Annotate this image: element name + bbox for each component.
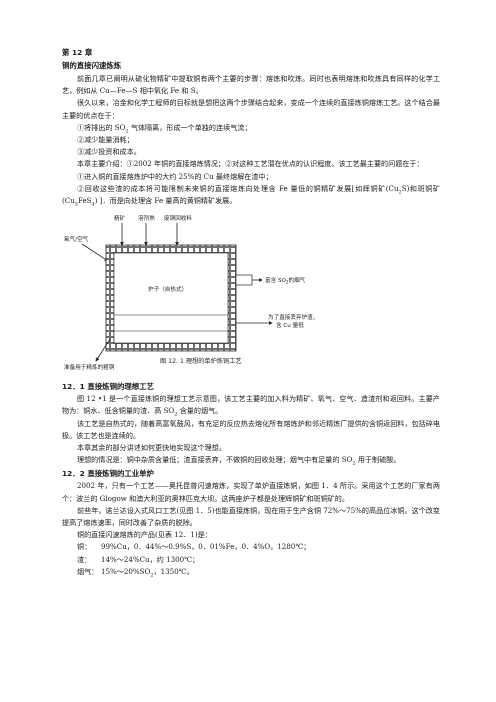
section-1-paragraph-4: 理想的情况是：铜中杂质含量低；渣直接丢弃，不做铜的回收处理；烟气中有足量的 SO… <box>77 455 401 467</box>
section-1-paragraph-3: 本章其余的部分讲述如何更快地实现这个理想。 <box>77 443 226 453</box>
advantage-item-2: ②减少能量消耗； <box>77 135 134 145</box>
intro-paragraph-2: 很久以来，冶金和化学工程师的目标就是想把这两个步骤结合起来，变成一个连续的直接炼… <box>62 98 440 120</box>
section-2-paragraph-1: 2002 年，只有一个工艺——奥托昆普闪速熔炼，实现了单炉直接炼铜，如图 1．4… <box>62 481 440 503</box>
product-slag: 渣：14%～24%Cu，约 1300℃； <box>77 554 200 564</box>
section-2-paragraph-3: 铜的直接闪速熔炼的产品(见表 12．1)是： <box>77 530 212 540</box>
intro-paragraph-3: 本章主要介绍：①2002 年铜的直接熔炼情况；②对这种工艺潜在优点的认识程度。该… <box>77 159 424 169</box>
product-offgas: 烟气：15%～20%SO2，1350℃。 <box>77 566 194 579</box>
section-2-heading: 12．2 直接炼铜的工业单炉 <box>62 469 154 479</box>
page-content: 第 12 章 铜的直接闪速炼炼 前面几章已阐明从硫化物精矿中提取铜有两个主要的步… <box>62 47 440 578</box>
label-offgas: 富含 SO2的烟气 <box>265 276 306 285</box>
label-oxygen: 氧气/空气 <box>64 235 89 243</box>
section-2-paragraph-2: 前些年，诺兰达设入式风口工艺(见图 1．5)也能直接炼铜，现在用于生产含铜 72… <box>62 505 440 528</box>
label-flux: 溶剂熟 <box>138 214 155 222</box>
label-concentrate: 精矿 <box>114 214 126 222</box>
intro-paragraph-5: ②回收这些渣的成本将可能限制未来铜的直接熔炼向处理含 Fe 量低的铜精矿发展[如… <box>62 183 440 208</box>
furnace-diagram: 精矿 溶剂熟 废铜回收料 氧气/空气 炉子（自热式） <box>62 211 440 379</box>
furnace-chamber <box>113 252 229 344</box>
label-furnace: 炉子（自热式） <box>148 285 187 293</box>
label-blister: 准备用于精炼的粗铜 <box>64 363 115 371</box>
product-list: 铜：99%Cu，0．44%～0.9%S，0．01%Fe，0．4%O，1280℃；… <box>62 541 440 578</box>
intro-paragraph-1: 前面几章已阐明从硫化物精矿中提取铜有两个主要的步骤：熔炼和吹炼。同时也表明熔炼和… <box>62 74 440 96</box>
advantage-item-3: ③减少投资和成本。 <box>77 147 141 157</box>
section-1-heading: 12．1 直接炼铜的理想工艺 <box>62 382 154 392</box>
figure-caption: 图 12. 1 理想的单炉炼铜工艺 <box>160 357 242 365</box>
chapter-number: 第 12 章 <box>62 48 93 57</box>
chapter-title: 铜的直接闪速炼炼 <box>62 61 122 70</box>
arrow-oxygen <box>81 243 109 262</box>
label-slag-1: 为了直接丢弃炉渣， <box>268 313 318 321</box>
section-1-paragraph-1: 图 12 •1 是一个直接炼铜的理想工艺示意图，该工艺主要的加入料为精矿、氧气、… <box>62 394 440 418</box>
arrow-blister <box>95 339 111 362</box>
intro-paragraph-4: ①进入铜的直接熔炼炉中的大约 25%的 Cu 最终熔解在渣中； <box>77 171 273 181</box>
offgas-outlet <box>235 274 253 286</box>
product-copper: 铜：99%Cu，0．44%～0.9%S，0．01%Fe，0．4%O，1280℃； <box>77 542 311 552</box>
label-slag-2: 含 Cu 量低 <box>276 321 304 329</box>
section-1-paragraph-2: 该工艺是自热式的，随着高富氧鼓风，有充足的反应热去熔化所有熔炼炉和邻近精炼厂提供… <box>62 418 440 440</box>
advantage-item-1: ①将排出的 SO2 气体隔离，形成一个单独的连续气流； <box>77 122 252 135</box>
furnace-diagram-svg: 精矿 溶剂熟 废铜回收料 氧气/空气 炉子（自热式） <box>64 214 318 371</box>
label-recycle: 废铜回收料 <box>164 214 192 222</box>
